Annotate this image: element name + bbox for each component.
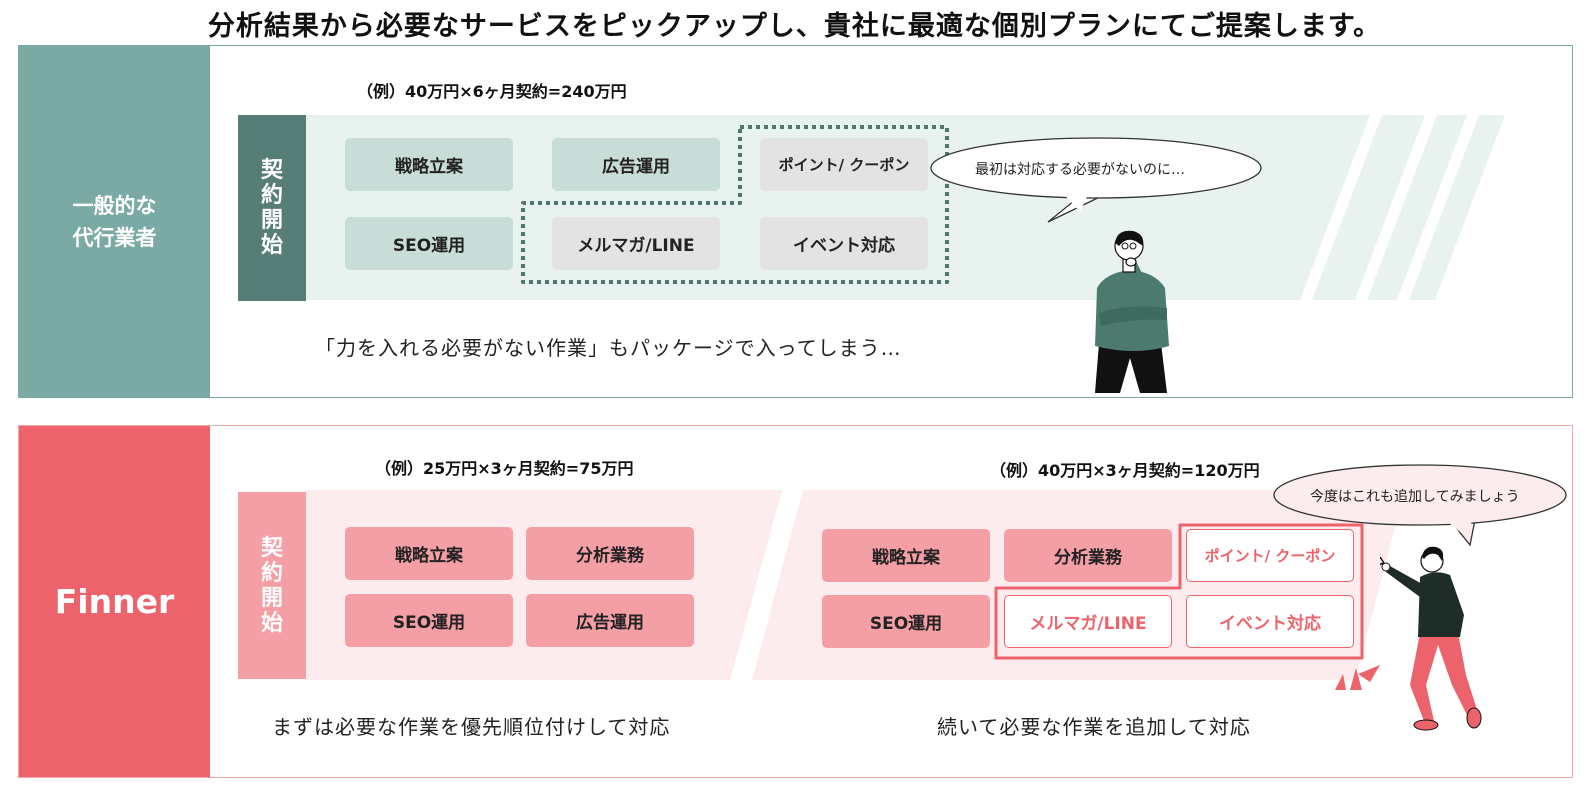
finner-left-service-strategy: 戦略立案 [345, 527, 513, 580]
general-service-point-coupon: ポイント/ クーポン [760, 138, 928, 191]
finner-panel: Finner [18, 425, 1573, 778]
finner-right-service-strategy: 戦略立案 [822, 529, 990, 582]
general-example-formula: （例）40万円×6ヶ月契約=240万円 [357, 82, 627, 101]
finner-contract-start-label: 契 約 開 始 [238, 492, 306, 679]
general-agency-label-line1: 一般的な [72, 193, 157, 218]
finner-caption-left: まずは必要な作業を優先順位付けして対応 [272, 715, 671, 739]
finner-speech-bubble-text: 今度はこれも追加してみましょう [1310, 489, 1520, 505]
contract-char: 契 [260, 535, 283, 561]
general-agency-label: 一般的な 代行業者 [19, 46, 210, 397]
finner-right-service-point-coupon: ポイント/ クーポン [1186, 529, 1354, 582]
finner-right-service-event: イベント対応 [1186, 595, 1354, 648]
contract-char: 開 [260, 208, 283, 233]
general-speech-bubble-text: 最初は対応する必要がないのに… [975, 162, 1185, 178]
thinking-person-illustration [1095, 230, 1169, 393]
finner-caption-right: 続いて必要な作業を追加して対応 [937, 715, 1251, 739]
general-agency-label-line2: 代行業者 [72, 225, 157, 250]
finner-example-formula-left: （例）25万円×3ヶ月契約=75万円 [375, 459, 634, 478]
finner-left-service-seo: SEO運用 [345, 594, 513, 647]
contract-char: 始 [260, 610, 283, 636]
finner-label: Finner [19, 426, 210, 777]
contract-char: 約 [260, 183, 283, 208]
general-contract-start-label: 契 約 開 始 [238, 115, 306, 301]
finner-right-service-mailmag-line: メルマガ/LINE [1004, 595, 1172, 648]
finner-left-service-ads: 広告運用 [526, 594, 694, 647]
finner-right-service-analysis: 分析業務 [1004, 529, 1172, 582]
general-service-mailmag-line: メルマガ/LINE [552, 217, 720, 270]
contract-char: 約 [260, 560, 283, 586]
page-headline: 分析結果から必要なサービスをピックアップし、貴社に最適な個別プランにてご提案しま… [207, 11, 1382, 42]
general-service-ads: 広告運用 [552, 138, 720, 191]
general-service-seo: SEO運用 [345, 217, 513, 270]
general-service-event: イベント対応 [760, 217, 928, 270]
finner-label-text: Finner [54, 582, 175, 621]
finner-right-service-seo: SEO運用 [822, 595, 990, 648]
finner-example-formula-right: （例）40万円×3ヶ月契約=120万円 [990, 461, 1260, 480]
contract-char: 開 [260, 585, 283, 611]
contract-char: 契 [260, 158, 283, 183]
general-agency-panel: 一般的な 代行業者 [18, 45, 1573, 398]
contract-char: 始 [260, 233, 283, 258]
general-caption: 「力を入れる必要がない作業」もパッケージで入ってしまう… [315, 336, 902, 360]
general-service-strategy: 戦略立案 [345, 138, 513, 191]
finner-left-service-analysis: 分析業務 [526, 527, 694, 580]
pointing-person-illustration [1380, 546, 1482, 731]
